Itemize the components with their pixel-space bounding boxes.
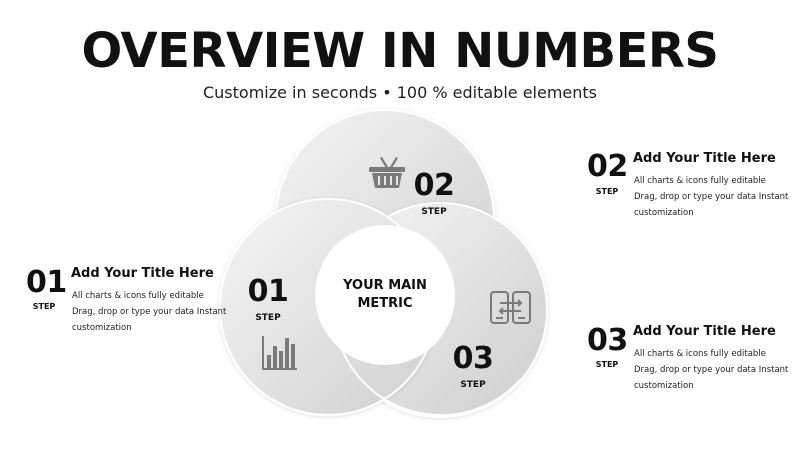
step-01-desc-line-2: Drag, drop or type your data Instant <box>72 307 227 317</box>
shopping-basket-icon <box>369 157 405 188</box>
circle-03-overlap-arc <box>335 329 521 417</box>
step-02-desc-line-2: Drag, drop or type your data Instant <box>634 192 789 202</box>
step-01-desc-line-1: All charts & icons fully editable <box>72 291 204 301</box>
page-subtitle: Customize in seconds • 100 % editable el… <box>202 83 598 102</box>
circle-03-step: STEP <box>460 380 486 390</box>
step-03-description: All charts & icons fully editable Drag, … <box>634 346 789 394</box>
circle-02-step: STEP <box>421 207 447 217</box>
step-02-desc-line-1: All charts & icons fully editable <box>634 176 766 186</box>
step-02-number: 02 <box>587 149 628 184</box>
circle-03-number: 03 <box>452 341 494 376</box>
step-03-desc-line-3: customization <box>634 381 694 391</box>
main-metric-label: YOUR MAIN METRIC <box>330 277 440 313</box>
step-01-description: All charts & icons fully editable Drag, … <box>72 288 227 336</box>
main-metric-line-2: METRIC <box>357 296 413 311</box>
step-03-number: 03 <box>587 323 628 358</box>
bar-chart-icon <box>262 336 297 370</box>
step-02-label: STEP <box>595 187 619 196</box>
phone-sync-icon <box>490 291 531 324</box>
step-03-desc-line-2: Drag, drop or type your data Instant <box>634 365 789 375</box>
step-02-title: Add Your Title Here <box>633 151 776 166</box>
circle-01-number: 01 <box>247 274 289 309</box>
step-01-number: 01 <box>26 265 67 300</box>
circle-02-number: 02 <box>413 168 455 203</box>
step-01-label: STEP <box>32 302 56 311</box>
step-03-desc-line-1: All charts & icons fully editable <box>634 349 766 359</box>
step-02-description: All charts & icons fully editable Drag, … <box>634 173 789 221</box>
step-02-desc-line-3: customization <box>634 208 694 218</box>
step-01-title: Add Your Title Here <box>71 266 214 281</box>
page-title: OVERVIEW IN NUMBERS <box>81 23 719 79</box>
center-disc <box>315 225 455 365</box>
step-03-title: Add Your Title Here <box>633 324 776 339</box>
step-03-label: STEP <box>595 360 619 369</box>
circle-01-step: STEP <box>255 313 281 323</box>
step-01-desc-line-3: customization <box>72 323 132 333</box>
main-metric-line-1: YOUR MAIN <box>343 278 427 293</box>
